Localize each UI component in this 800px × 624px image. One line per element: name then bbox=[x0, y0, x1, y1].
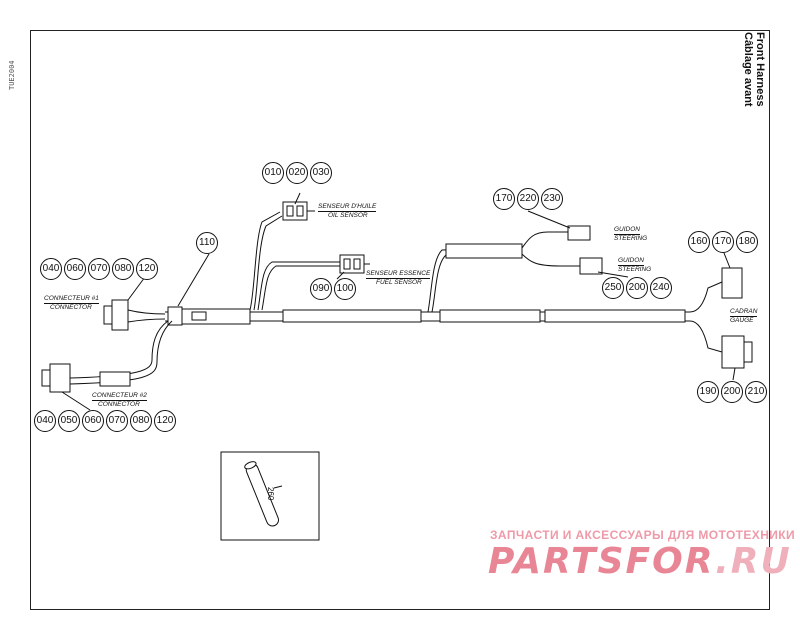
callout-230[interactable]: 230 bbox=[541, 188, 563, 210]
connector-2 bbox=[49, 363, 71, 393]
callout-170[interactable]: 170 bbox=[493, 188, 515, 210]
callout-070[interactable]: 070 bbox=[88, 258, 110, 280]
callout-060[interactable]: 060 bbox=[82, 410, 104, 432]
gauge-branch-bottom bbox=[689, 320, 723, 353]
conn1-branch bbox=[127, 309, 166, 315]
callout-200[interactable]: 200 bbox=[626, 277, 648, 299]
sheath-3 bbox=[439, 309, 541, 323]
callout-200[interactable]: 200 bbox=[721, 381, 743, 403]
callout-190[interactable]: 190 bbox=[697, 381, 719, 403]
callout-010[interactable]: 010 bbox=[262, 162, 284, 184]
callout-220[interactable]: 220 bbox=[517, 188, 539, 210]
callout-160[interactable]: 160 bbox=[688, 231, 710, 253]
label-gauge: CADRAN GAUGE bbox=[730, 308, 758, 324]
sheath-2 bbox=[282, 309, 422, 323]
title-french: Câblage avant bbox=[742, 32, 754, 107]
diagram-title: Front Harness Câblage avant bbox=[742, 32, 766, 107]
conn2-sheath bbox=[99, 371, 131, 387]
callout-260[interactable]: 260 bbox=[266, 487, 275, 501]
label-steering-2: GUIDON STEERING bbox=[618, 257, 652, 273]
callout-060[interactable]: 060 bbox=[64, 258, 86, 280]
steering-connector-2 bbox=[579, 257, 603, 275]
grommet bbox=[167, 306, 183, 326]
callout-080[interactable]: 080 bbox=[130, 410, 152, 432]
callout-040[interactable]: 040 bbox=[40, 258, 62, 280]
title-english: Front Harness bbox=[754, 32, 766, 107]
callout-100[interactable]: 100 bbox=[334, 278, 356, 300]
gauge-branch-top bbox=[689, 281, 723, 313]
callout-180[interactable]: 180 bbox=[736, 231, 758, 253]
label-steering-1: GUIDON STEERING bbox=[614, 226, 648, 242]
label-connector-2: CONNECTEUR #2 CONNECTOR bbox=[92, 392, 147, 408]
callout-020[interactable]: 020 bbox=[286, 162, 308, 184]
gauge-connector-2 bbox=[721, 335, 745, 369]
connector-1 bbox=[111, 299, 129, 331]
callout-120[interactable]: 120 bbox=[154, 410, 176, 432]
drawing-frame bbox=[30, 30, 770, 610]
watermark-logo: PARTSFOR.RU bbox=[488, 542, 792, 582]
callout-170[interactable]: 170 bbox=[712, 231, 734, 253]
sheath-1 bbox=[179, 308, 251, 325]
steering-branch bbox=[427, 247, 521, 313]
callout-110[interactable]: 110 bbox=[196, 232, 218, 254]
gauge-connector-1 bbox=[721, 267, 743, 299]
tube-inset-box bbox=[220, 451, 320, 541]
callout-210[interactable]: 210 bbox=[745, 381, 767, 403]
callout-030[interactable]: 030 bbox=[310, 162, 332, 184]
oil-branch-1 bbox=[249, 211, 281, 311]
steering-connector-1 bbox=[567, 225, 591, 241]
callout-240[interactable]: 240 bbox=[650, 277, 672, 299]
callout-070[interactable]: 070 bbox=[106, 410, 128, 432]
watermark-logo-domain: .RU bbox=[715, 541, 792, 582]
watermark-tagline: ЗАПЧАСТИ И АКСЕССУАРЫ ДЛЯ МОТОТЕХНИКИ bbox=[490, 528, 796, 542]
callout-080[interactable]: 080 bbox=[112, 258, 134, 280]
sheath-4 bbox=[544, 309, 686, 323]
callout-040[interactable]: 040 bbox=[34, 410, 56, 432]
callout-120[interactable]: 120 bbox=[136, 258, 158, 280]
callout-250[interactable]: 250 bbox=[602, 277, 624, 299]
label-fuel-sensor: SENSEUR ESSENCE FUEL SENSOR bbox=[366, 270, 431, 286]
label-connector-1: CONNECTEUR #1 CONNECTOR bbox=[44, 295, 99, 311]
callout-050[interactable]: 050 bbox=[58, 410, 80, 432]
callout-090[interactable]: 090 bbox=[310, 278, 332, 300]
steering-sheath bbox=[445, 243, 523, 259]
fuel-branch-1 bbox=[257, 261, 340, 311]
watermark-logo-main: PARTSFOR bbox=[488, 541, 716, 582]
label-oil-sensor: SENSEUR D'HUILE OIL SENSOR bbox=[318, 203, 377, 219]
